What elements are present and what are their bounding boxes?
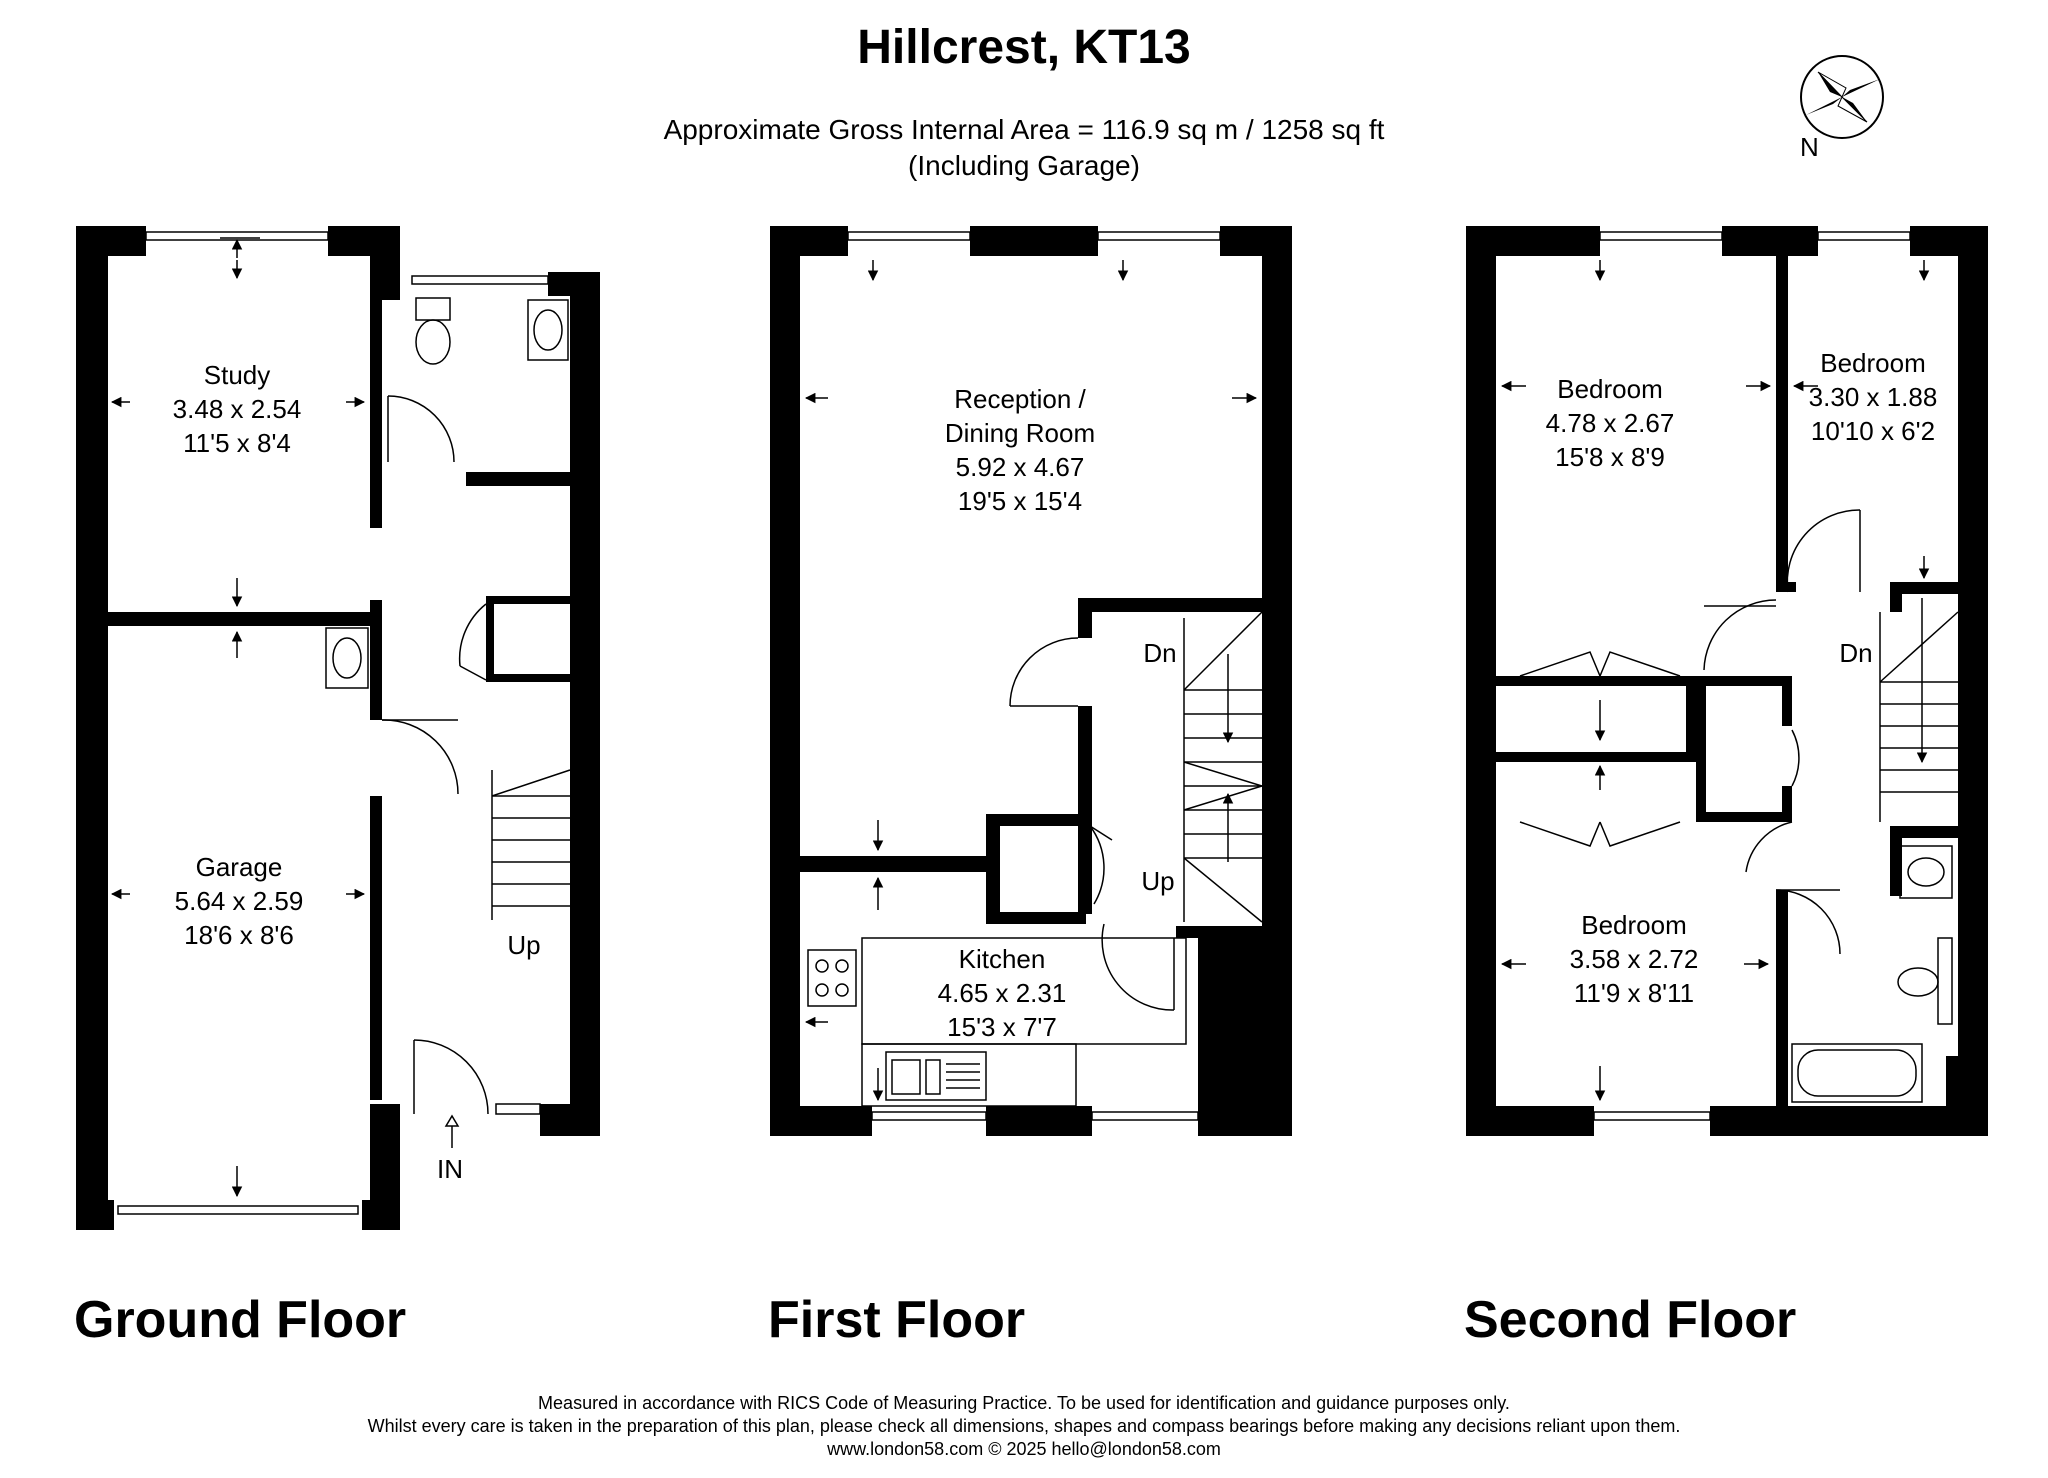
bedroom2-imperial: 10'10 x 6'2: [1811, 416, 1935, 446]
bedroom2-metric: 3.30 x 1.88: [1809, 382, 1938, 412]
first-floor-plan: [770, 226, 1292, 1136]
bedroom3-label: Bedroom: [1581, 910, 1687, 940]
study-imperial: 11'5 x 8'4: [183, 428, 291, 458]
first-stairs-down-label: Dn: [1143, 638, 1176, 668]
garage-imperial: 18'6 x 8'6: [184, 920, 294, 950]
bedroom3-metric: 3.58 x 2.72: [1570, 944, 1699, 974]
first-floor-fixtures: [807, 231, 1265, 1121]
garage-metric: 5.64 x 2.59: [175, 886, 304, 916]
ground-floor-dimension-arrows: [110, 238, 460, 1198]
gross-area: Approximate Gross Internal Area = 116.9 …: [0, 112, 2048, 184]
first-floor-dimension-arrows: [804, 260, 1258, 1102]
bedroom1-label: Bedroom: [1557, 374, 1663, 404]
disclaimer: Measured in accordance with RICS Code of…: [0, 1392, 2048, 1461]
second-floor-label: Second Floor: [1464, 1291, 1797, 1349]
study-metric: 3.48 x 2.54: [173, 394, 302, 424]
compass-icon: [1800, 55, 1884, 139]
first-stairs-up-label: Up: [1141, 866, 1174, 896]
gross-area-line1: Approximate Gross Internal Area = 116.9 …: [663, 114, 1385, 145]
entrance-label: IN: [437, 1154, 463, 1184]
ground-floor-label: Ground Floor: [74, 1291, 407, 1349]
bedroom1-imperial: 15'8 x 8'9: [1555, 442, 1665, 472]
kitchen-metric: 4.65 x 2.31: [938, 978, 1067, 1008]
first-floor-label: First Floor: [768, 1291, 1026, 1349]
reception-imperial: 19'5 x 15'4: [958, 486, 1082, 516]
kitchen-label: Kitchen: [959, 944, 1046, 974]
disclaimer-line3: www.london58.com © 2025 hello@london58.c…: [827, 1439, 1221, 1459]
bedroom2-label: Bedroom: [1820, 348, 1926, 378]
disclaimer-line2: Whilst every care is taken in the prepar…: [367, 1416, 1681, 1436]
bedroom3-imperial: 11'9 x 8'11: [1574, 978, 1694, 1008]
garage-label: Garage: [196, 852, 283, 882]
page-title: Hillcrest, KT13: [857, 21, 1191, 74]
study-label: Study: [204, 360, 271, 390]
bedroom1-metric: 4.78 x 2.67: [1546, 408, 1675, 438]
gross-area-line2: (Including Garage): [908, 150, 1140, 181]
compass-north-label: N: [1800, 132, 1819, 162]
kitchen-imperial: 15'3 x 7'7: [947, 1012, 1057, 1042]
reception-label-line2: Dining Room: [945, 418, 1095, 448]
reception-label-line1: Reception /: [954, 384, 1086, 414]
ground-floor-fixtures: [117, 231, 571, 1215]
ground-floor-plan: [76, 226, 600, 1230]
reception-metric: 5.92 x 4.67: [956, 452, 1085, 482]
second-floor-dimension-arrows: [1500, 260, 1930, 1102]
disclaimer-line1: Measured in accordance with RICS Code of…: [538, 1393, 1510, 1413]
ground-stairs-up-label: Up: [507, 930, 540, 960]
second-floor-fixtures: [1519, 231, 1959, 1121]
second-stairs-down-label: Dn: [1839, 638, 1872, 668]
second-floor-plan: [1466, 226, 1988, 1136]
